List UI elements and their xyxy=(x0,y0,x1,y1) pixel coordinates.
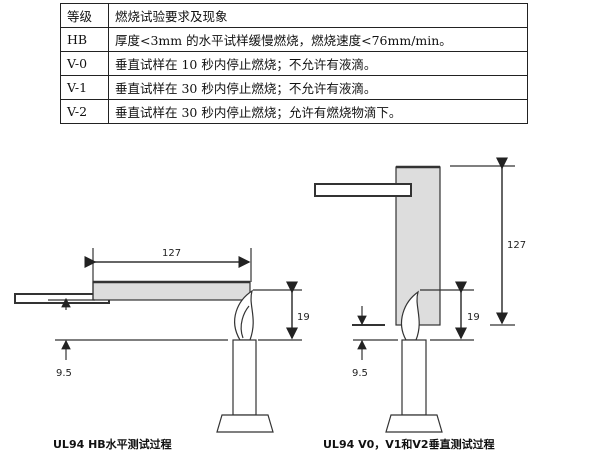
burner-base xyxy=(216,414,274,433)
vertical-caption: UL94 V0，V1和V2垂直测试过程 xyxy=(323,437,495,451)
flame-height-label: 19 xyxy=(467,312,480,323)
description-cell: 厚度<3mm 的水平试样缓慢燃烧，燃烧速度<76mm/min。 xyxy=(108,27,528,52)
horizontal-specimen xyxy=(92,281,251,301)
length-label: 127 xyxy=(162,248,181,259)
horizontal-test-figure xyxy=(14,248,302,433)
description-cell: 垂直试样在 10 秒内停止燃烧；不允许有液滴。 xyxy=(108,51,528,76)
table-header-row: 等级 燃烧试验要求及现象 xyxy=(60,3,528,28)
table-row: HB 厚度<3mm 的水平试样缓慢燃烧，燃烧速度<76mm/min。 xyxy=(60,27,528,52)
flame-icon xyxy=(401,290,420,341)
vertical-test-figure xyxy=(314,157,515,433)
description-cell: 垂直试样在 30 秒内停止燃烧；不允许有液滴。 xyxy=(108,75,528,100)
table-row: V-2 垂直试样在 30 秒内停止燃烧；允许有燃烧物滴下。 xyxy=(60,99,528,124)
clamp xyxy=(314,183,412,197)
gap-label: 9.5 xyxy=(352,368,368,379)
flame-height-label: 19 xyxy=(297,312,310,323)
burner-base xyxy=(385,414,443,433)
length-label: 127 xyxy=(507,240,526,251)
gap-label: 9.5 xyxy=(56,368,72,379)
header-description: 燃烧试验要求及现象 xyxy=(108,3,528,28)
table-row: V-0 垂直试样在 10 秒内停止燃烧；不允许有液滴。 xyxy=(60,51,528,76)
grade-cell: V-1 xyxy=(60,75,109,100)
description-cell: 垂直试样在 30 秒内停止燃烧；允许有燃烧物滴下。 xyxy=(108,99,528,124)
grade-cell: V-2 xyxy=(60,99,109,124)
header-grade: 等级 xyxy=(60,3,109,28)
burner xyxy=(232,339,257,416)
flammability-grade-table: 等级 燃烧试验要求及现象 HB 厚度<3mm 的水平试样缓慢燃烧，燃烧速度<76… xyxy=(60,3,528,124)
burner xyxy=(401,339,427,416)
table-row: V-1 垂直试样在 30 秒内停止燃烧；不允许有液滴。 xyxy=(60,75,528,100)
horizontal-caption: UL94 HB水平测试过程 xyxy=(53,437,172,451)
